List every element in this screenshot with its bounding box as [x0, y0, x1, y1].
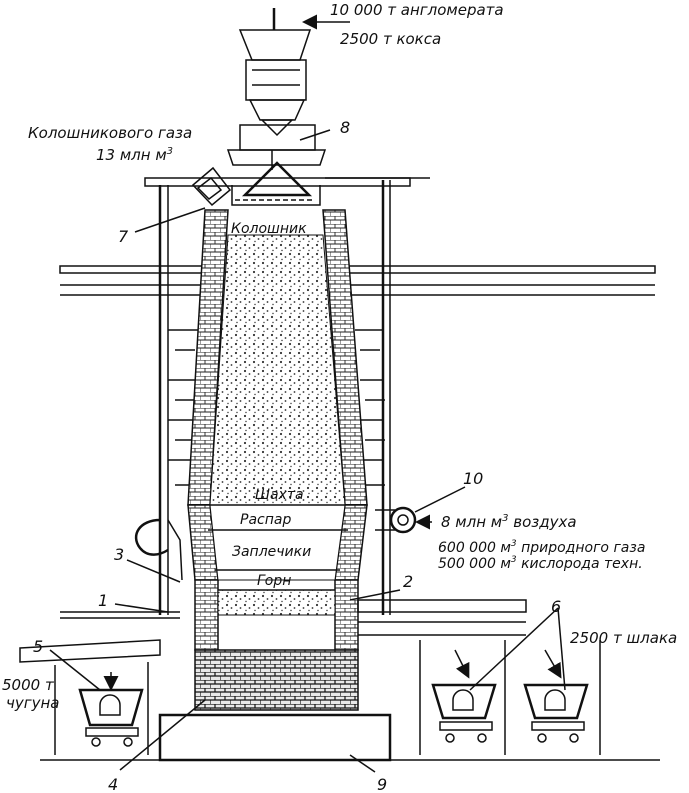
gas-offtake — [191, 166, 232, 207]
iron-ladle-car — [78, 672, 144, 747]
cast-house-floor — [19, 599, 601, 755]
callout-9: 9 — [377, 775, 387, 793]
callout-5: 5 — [33, 637, 43, 656]
callout-8: 8 — [340, 118, 350, 137]
callout-2: 2 — [403, 572, 413, 591]
iron-name-label: чугуна — [6, 694, 60, 712]
charging-apparatus — [226, 8, 327, 206]
coke-label: 2500 т кокса — [340, 30, 441, 48]
callout-3: 3 — [114, 545, 124, 564]
callout-6: 6 — [551, 597, 561, 616]
steel-frame — [59, 177, 656, 615]
natural-gas-label: 600 000 м3 природного газа — [438, 539, 645, 556]
slag-ladle-car-2 — [523, 649, 589, 743]
zone-throat-label: Колошник — [231, 221, 307, 237]
gas-amount-label: 13 млн м3 — [96, 146, 173, 164]
gas-label: Колошникового газа — [28, 124, 192, 142]
foundation — [158, 713, 392, 762]
oxygen-label: 500 000 м3 кислорода техн. — [438, 555, 643, 572]
sinter-label: 10 000 т англомерата — [330, 1, 504, 19]
callout-10: 10 — [463, 469, 483, 488]
callout-7: 7 — [118, 227, 129, 246]
zone-bosh-label: Заплечики — [232, 544, 311, 560]
zone-belly-label: Распар — [240, 512, 291, 528]
leader-lines — [49, 14, 566, 773]
bustle-pipe — [134, 506, 417, 581]
zone-hearth-label: Горн — [257, 573, 291, 589]
callout-1: 1 — [98, 591, 108, 610]
furnace-body — [187, 209, 368, 711]
callout-4: 4 — [108, 775, 118, 793]
zone-shaft-label: Шахта — [255, 487, 304, 503]
slag-ladle-car-1 — [431, 649, 497, 743]
iron-amount-label: 5000 т — [2, 676, 55, 694]
slag-label: 2500 т шлака — [570, 629, 677, 647]
air-label: 8 млн м3 воздуха — [441, 513, 577, 531]
